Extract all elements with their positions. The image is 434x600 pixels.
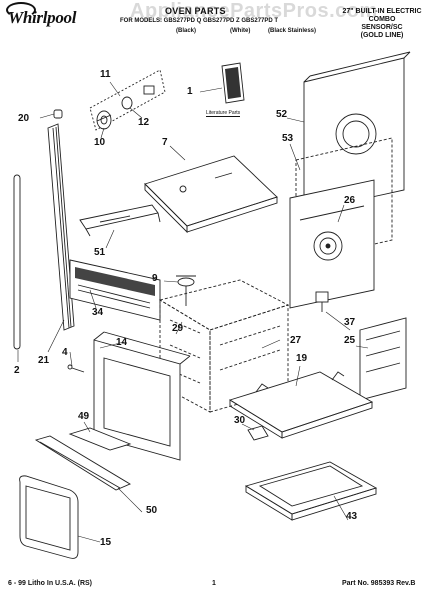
finish-black: (Black) xyxy=(176,28,197,34)
callout-49: 49 xyxy=(78,411,90,422)
callout-50: 52 xyxy=(276,109,288,120)
callout-27: 27 xyxy=(290,335,302,346)
callout-26: 26 xyxy=(344,195,356,206)
callout-34: 34 xyxy=(92,307,104,318)
convection-fan-panel xyxy=(289,179,375,309)
door-gasket xyxy=(19,475,79,559)
side-trim-strip xyxy=(47,109,75,331)
rear-panel xyxy=(303,51,411,213)
oven-sensor xyxy=(176,275,196,306)
callout-19: 19 xyxy=(296,353,308,364)
callout-1: 1 xyxy=(187,86,193,97)
literature-parts-booklet xyxy=(221,62,245,104)
brand-logo: Whirlpool xyxy=(8,8,77,27)
callout-9: 9 xyxy=(152,273,158,284)
knob-assembly xyxy=(89,69,166,131)
callout-14: 14 xyxy=(116,337,128,348)
callout-12: 12 xyxy=(138,117,150,128)
callout-2: 2 xyxy=(14,365,20,376)
bottom-pan xyxy=(228,371,374,439)
callout-4: 4 xyxy=(62,347,68,358)
callout-15: 15 xyxy=(100,537,112,548)
brand-logo-swoosh xyxy=(6,2,36,18)
trim-bracket xyxy=(68,427,132,451)
callout-51: 50 xyxy=(146,505,158,516)
callout-52: 51 xyxy=(94,247,106,258)
callout-30: 30 xyxy=(234,415,246,426)
litho-note: 6 - 99 Litho In U.S.A. (RS) xyxy=(8,580,93,587)
part-number: Part No. 985393 Rev.B xyxy=(342,580,416,587)
top-panel xyxy=(144,155,278,234)
side-cover xyxy=(359,317,407,401)
product-line-2: COMBO xyxy=(368,16,396,23)
lower-trim xyxy=(34,435,131,491)
vent-channel xyxy=(79,204,161,237)
product-line-4: (GOLD LINE) xyxy=(360,32,404,39)
watermark: AppliancePartsPros.com xyxy=(130,0,378,22)
model-list: FOR MODELS: GBS277PD Q GBS277PD Z GBS277… xyxy=(120,18,279,24)
page-title: OVEN PARTS xyxy=(165,6,226,16)
finish-white: (White) xyxy=(230,28,251,34)
callout-20: 20 xyxy=(18,113,30,124)
page-number: 1 xyxy=(212,580,216,587)
screw xyxy=(67,364,85,373)
callout-43: 43 xyxy=(346,511,358,522)
callout-11: 11 xyxy=(100,69,111,80)
finish-black-stainless: (Black Stainless) xyxy=(268,28,317,34)
front-frame xyxy=(93,331,191,461)
product-line-block: 27" BUILT-IN ELECTRIC COMBO SENSOR/SC (G… xyxy=(336,8,428,40)
callout-29: 29 xyxy=(172,323,184,334)
callout-21: 21 xyxy=(38,355,50,366)
callout-25: 25 xyxy=(344,335,356,346)
product-line-3: SENSOR/SC xyxy=(361,24,403,31)
product-line-1: 27" BUILT-IN ELECTRIC xyxy=(342,8,422,15)
callout-37: 37 xyxy=(344,317,356,328)
support-bracket xyxy=(247,425,269,441)
callout-53: 53 xyxy=(282,133,294,144)
callout-7: 7 xyxy=(162,137,168,148)
callout-10: 10 xyxy=(94,137,106,148)
door-switch xyxy=(315,291,329,312)
side-rod xyxy=(13,174,21,350)
control-panel xyxy=(69,259,161,321)
lower-pan xyxy=(244,461,378,521)
literature-parts-label: Literature Parts xyxy=(206,110,241,117)
